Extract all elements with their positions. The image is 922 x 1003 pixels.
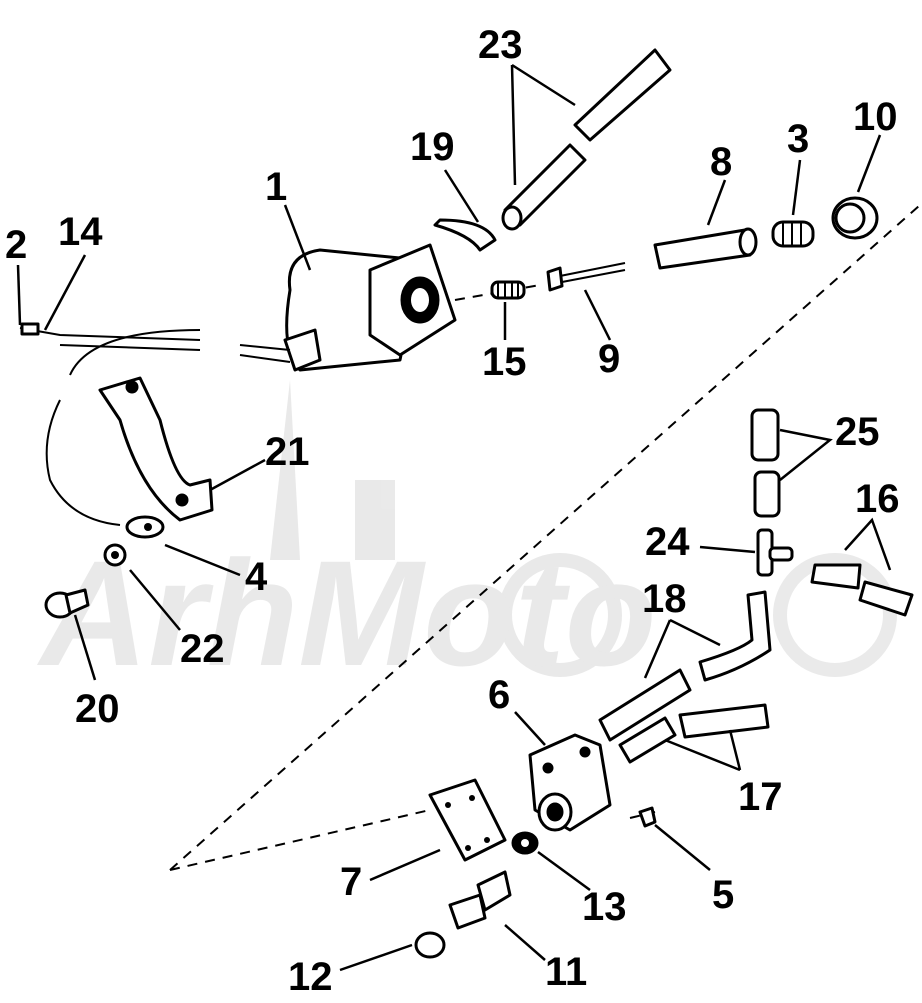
callout-labels: 1 2 3 4 5 6 7 8 9 10 11 12 13 14 15 16 1… [5,23,900,999]
callout-1: 1 [265,165,287,209]
part-2-14-wire-leads [19,322,201,376]
callout-15: 15 [482,340,527,384]
callout-21: 21 [265,430,310,474]
callout-2: 2 [5,223,27,267]
part-1-starter-motor [239,243,457,372]
callout-14: 14 [58,210,103,254]
part-16-hose-pieces [810,563,914,617]
callout-18: 18 [642,577,687,621]
callout-23: 23 [478,23,523,67]
callout-16: 16 [855,477,900,521]
callout-12: 12 [288,955,333,999]
part-6-fuel-pump [528,733,612,832]
part-18-hoses [598,590,772,742]
callout-4: 4 [245,555,268,599]
callout-5: 5 [712,873,734,917]
part-10-nut [831,196,879,240]
part-17-hoses [618,703,770,764]
part-3-spring [771,220,815,248]
part-4-ground-wire [45,399,165,539]
callout-3: 3 [787,117,809,161]
part-12-cap [414,931,446,959]
callout-10: 10 [853,95,898,139]
callout-25: 25 [835,410,880,454]
callout-24: 24 [645,520,690,564]
watermark: ArhMoto [36,380,897,697]
callout-8: 8 [710,140,732,184]
leader-lines [16,63,892,972]
callout-9: 9 [598,337,620,381]
callout-17: 17 [738,775,783,819]
callout-7: 7 [340,860,362,904]
callout-6: 6 [488,673,510,717]
callout-22: 22 [180,627,225,671]
part-8-sleeve [653,227,758,270]
watermark-text: ArhMoto [36,529,656,697]
part-11-fitting [448,870,512,930]
part-9-bolt [546,262,626,292]
part-23-hoses [501,48,672,231]
callout-20: 20 [75,687,120,731]
part-5-screw [638,806,657,828]
callout-13: 13 [582,885,627,929]
part-20-screw [44,588,90,619]
part-21-clamp-strap [98,376,214,522]
part-13-washer [511,831,539,855]
part-19-clip [433,218,497,252]
callout-11: 11 [545,950,587,994]
callout-19: 19 [410,125,455,169]
part-15-spring [490,280,526,300]
part-22-star-washer [103,543,127,567]
part-7-gasket [428,778,507,862]
part-24-tee [756,528,794,577]
part-25-connectors [750,408,781,518]
